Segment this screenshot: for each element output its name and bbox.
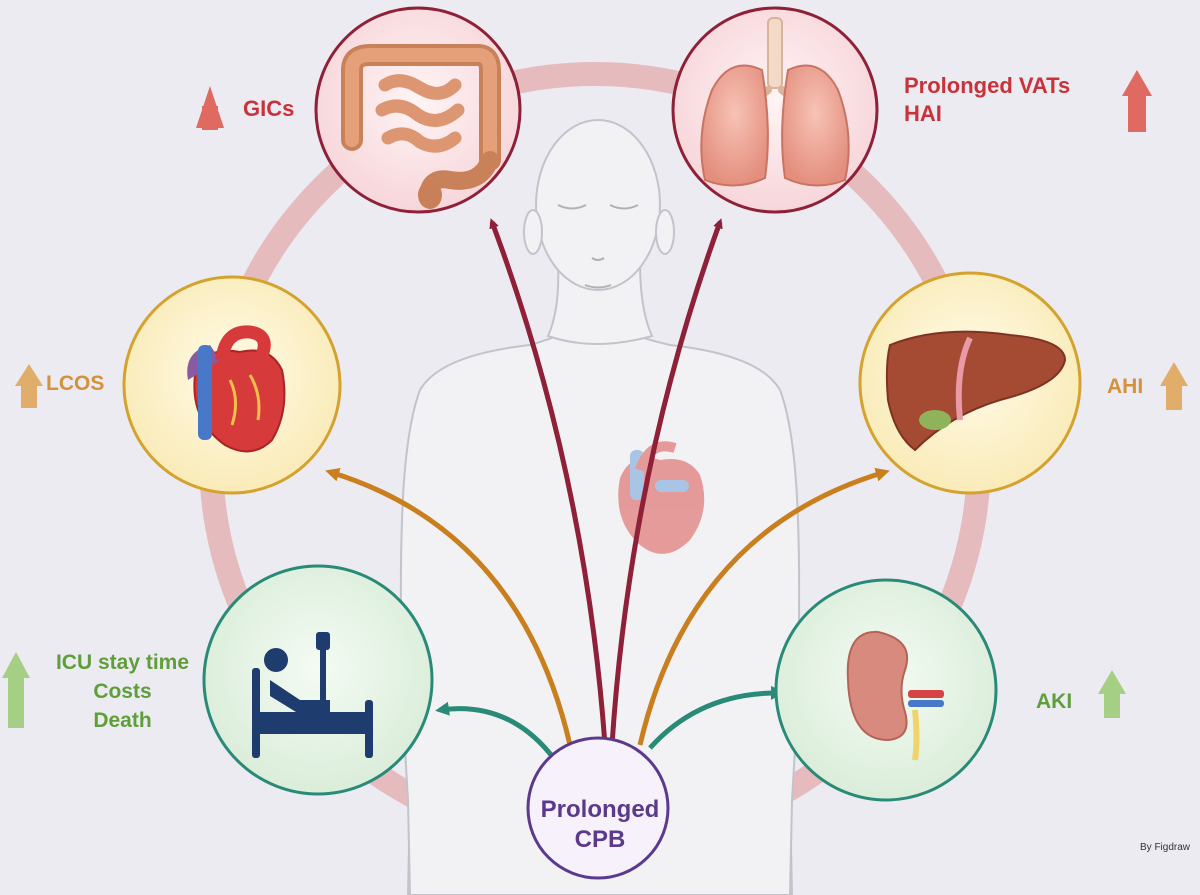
liver-icon — [885, 330, 1067, 452]
intestine-icon — [341, 44, 501, 209]
lungs-label-line2: HAI — [904, 101, 942, 126]
lungs-label: Prolonged VATs HAI — [904, 72, 1070, 128]
credit-text: By Figdraw — [1140, 842, 1191, 853]
lungs-icon — [700, 17, 850, 187]
up-arrow-icon — [196, 86, 224, 130]
hospital-bed-icon — [252, 632, 373, 758]
arrow-to-icu — [435, 701, 557, 762]
intestine-node — [314, 6, 522, 214]
icu-label-line3: Death — [93, 709, 152, 732]
center-label-line1: Prolonged — [540, 796, 660, 823]
lungs-label-line1: Prolonged VATs — [904, 73, 1071, 98]
liver-node — [858, 271, 1082, 495]
icu-label: ICU stay time Costs Death — [40, 648, 205, 735]
heart-node — [122, 275, 342, 495]
heart-icon — [187, 325, 286, 453]
center-label-line2: CPB — [574, 826, 626, 853]
liver-label: AHI — [1107, 375, 1144, 398]
up-arrow-icon — [2, 652, 30, 728]
arrow-to-liver — [637, 467, 890, 746]
up-arrow-icon — [1098, 670, 1126, 718]
arrow-to-kidney — [648, 685, 785, 750]
human-body-icon — [399, 119, 801, 895]
intestine-label: GICs — [243, 96, 295, 121]
heart-label: LCOS — [46, 372, 105, 395]
up-arrow-icon — [15, 364, 43, 408]
arrow-to-lungs — [609, 218, 723, 746]
center-label: Prolonged CPB — [530, 795, 670, 855]
up-arrow-icon — [1122, 70, 1152, 132]
lungs-node — [671, 6, 879, 214]
kidney-label: AKI — [1036, 690, 1073, 713]
arrow-to-heart — [325, 467, 573, 746]
arrow-to-intestine — [489, 218, 608, 746]
center-node — [526, 736, 670, 880]
icu-node — [202, 564, 434, 796]
up-arrow-icon — [1160, 362, 1188, 410]
kidney-node — [774, 578, 998, 802]
icu-label-line1: ICU stay time — [55, 651, 190, 674]
kidney-icon — [846, 630, 944, 761]
icu-label-line2: Costs — [93, 680, 152, 703]
face-features — [557, 204, 639, 289]
